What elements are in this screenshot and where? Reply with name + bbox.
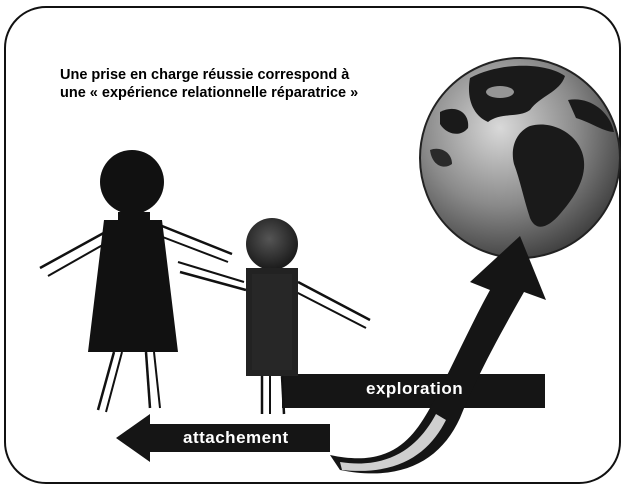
exploration-arrow <box>282 236 546 474</box>
globe-icon <box>419 57 621 259</box>
attachement-arrow <box>116 414 330 462</box>
attachement-label: attachement <box>183 428 289 447</box>
caption-line-1: Une prise en charge réussie correspond à <box>60 67 350 83</box>
child-figure <box>177 218 371 415</box>
exploration-label: exploration <box>366 379 464 398</box>
adult-figure <box>39 150 233 413</box>
caption-line-2: une « expérience relationnelle réparatri… <box>60 85 359 101</box>
caption: Une prise en charge réussie correspond à… <box>60 66 420 102</box>
